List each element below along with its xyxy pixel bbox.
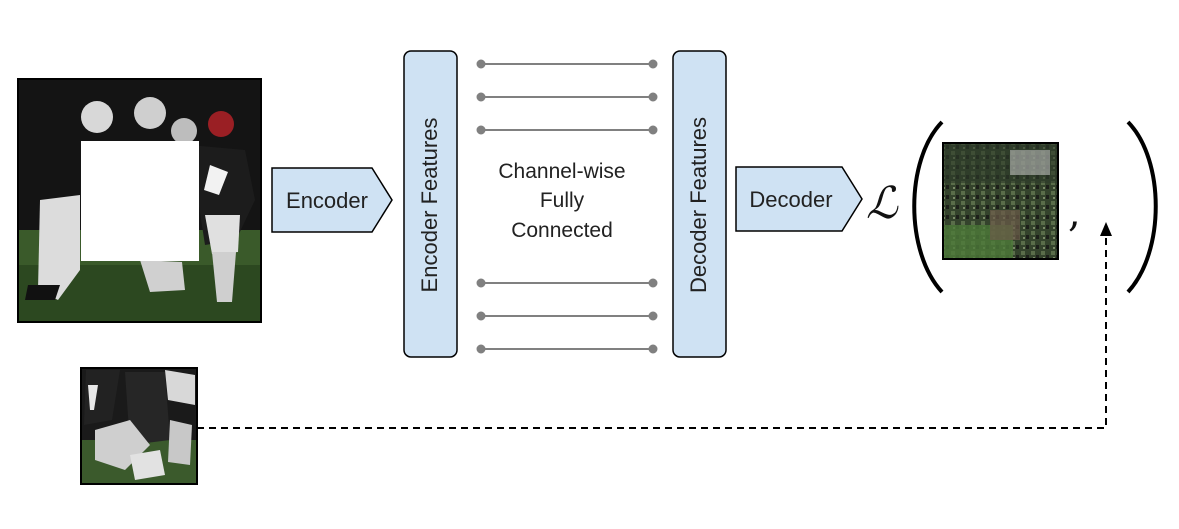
decoder-label: Decoder: [749, 187, 832, 212]
channel-wise-connections: [476, 59, 658, 354]
decoder-features-block: Decoder Features: [672, 50, 727, 358]
comma: ,: [1068, 190, 1081, 236]
ground-truth-image: [80, 367, 198, 485]
decoder-block: Decoder: [735, 166, 863, 232]
encoder-block: Encoder: [271, 167, 393, 233]
input-image: [17, 78, 262, 323]
dashed-arrow: [197, 222, 1112, 429]
channel-wise-label-line1: Channel-wise: [498, 160, 625, 183]
left-parenthesis: [912, 120, 944, 294]
encoder-label: Encoder: [286, 188, 368, 213]
loss-symbol: ℒ: [866, 178, 899, 229]
channel-wise-label-line3: Connected: [511, 219, 613, 242]
right-parenthesis: [1126, 120, 1158, 294]
encoder-features-label: Encoder Features: [417, 118, 442, 293]
predicted-patch-image: [942, 142, 1059, 260]
mask-region: [81, 141, 199, 261]
decoder-features-label: Decoder Features: [686, 117, 711, 293]
channel-wise-label-line2: Fully: [540, 189, 585, 212]
encoder-features-block: Encoder Features: [403, 50, 458, 358]
